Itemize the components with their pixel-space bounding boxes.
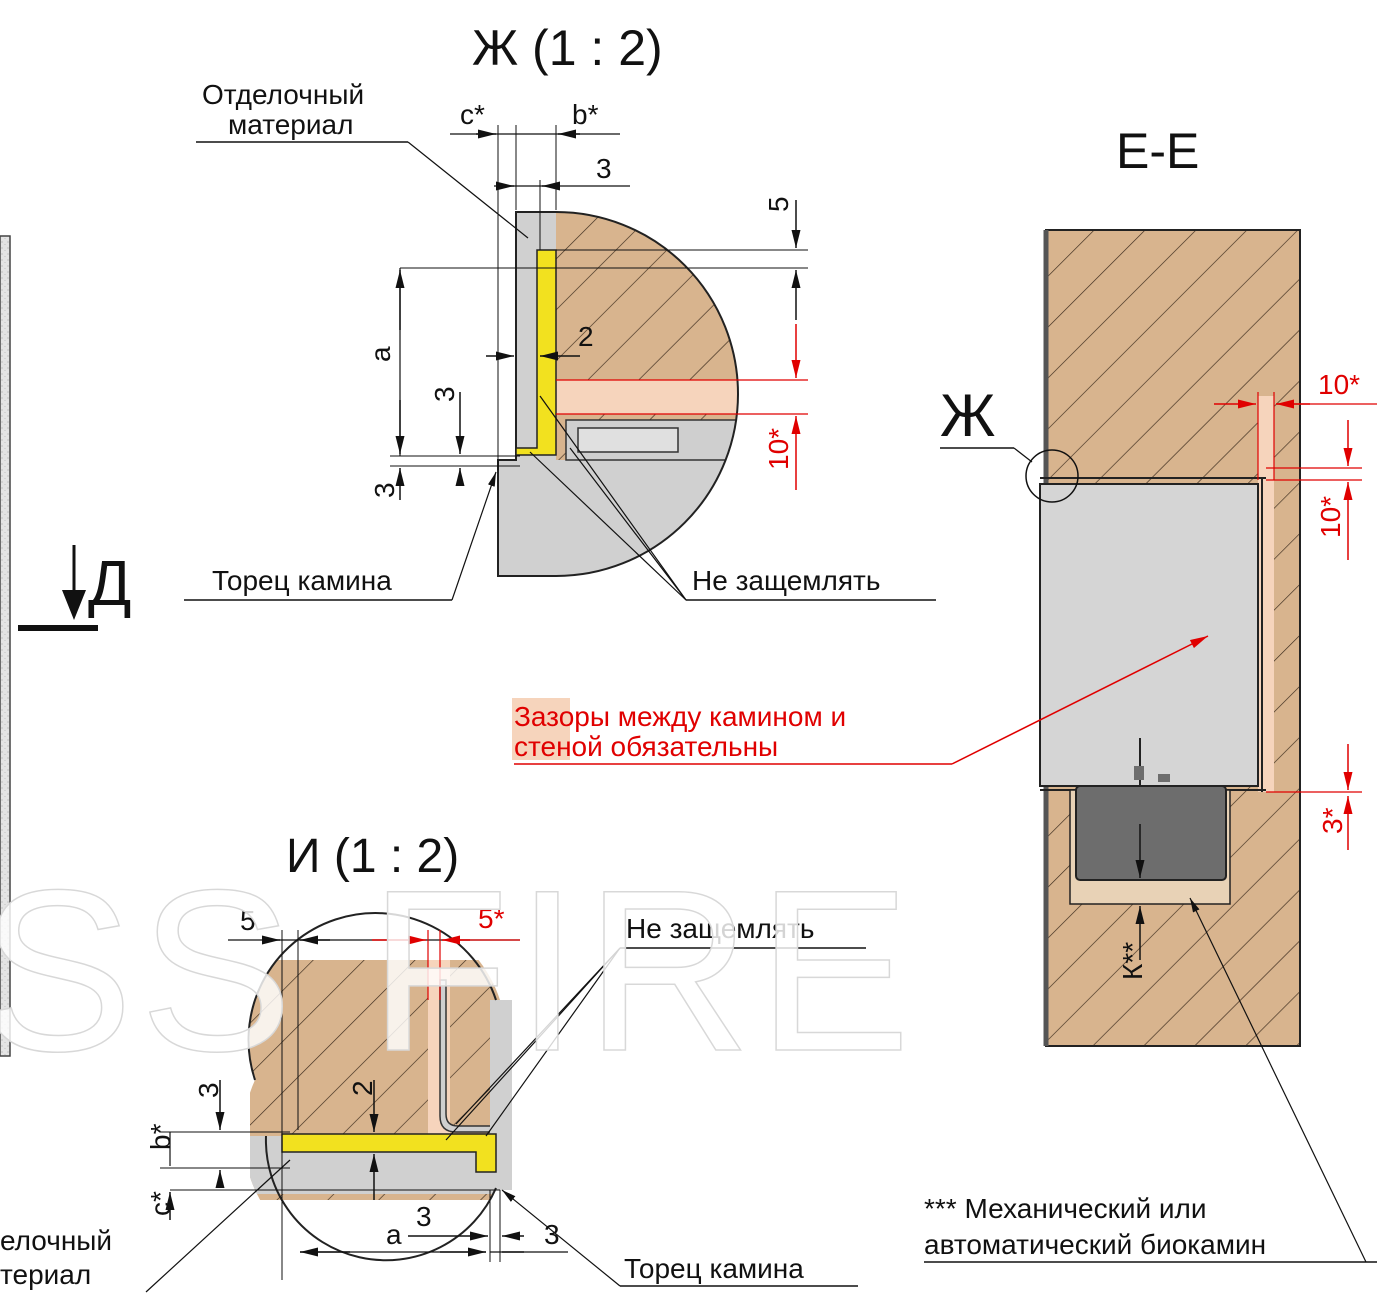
i-finish-label-2: териал <box>0 1259 91 1290</box>
ee-dim-red-h: 10* <box>1318 369 1360 400</box>
section-i-title: И (1 : 2) <box>286 830 459 883</box>
i-dim-h3: 3 <box>416 1201 432 1232</box>
i-no-pinch-label: Не защемлять <box>626 913 814 944</box>
section-zh-detail: Ж (1 : 2) Отделочный материал c* b* 3 <box>184 20 936 601</box>
zh-end-label: Торец камина <box>212 565 392 596</box>
zh-finish-label-1: Отделочный <box>202 79 364 110</box>
ee-note-red-2: стеной обязательны <box>514 731 778 762</box>
left-stone-strip <box>0 235 11 1057</box>
i-dim-c: c* <box>145 1191 176 1216</box>
zh-dim-b: b* <box>572 99 599 130</box>
zh-dim-top-3: 3 <box>596 153 612 184</box>
ee-dim-red-v: 10* <box>1315 496 1346 538</box>
zh-dim-right-5: 5 <box>763 196 794 212</box>
i-dim-left-5: 5 <box>240 905 256 936</box>
section-ee-title: Е-Е <box>1116 123 1199 179</box>
ee-callout-zh: Ж <box>940 382 995 449</box>
zh-dim-a: a <box>365 346 396 362</box>
i-dim-v3: 3 <box>193 1082 224 1098</box>
section-i-detail: И (1 : 2) 5 5* Не защемлять 3 2 b* <box>0 830 866 1293</box>
ee-dim-red-bottom: 3* <box>1317 807 1348 834</box>
zh-dim-bottom-3: 3 <box>369 482 400 498</box>
ee-fireplace-body <box>1039 483 1259 787</box>
zh-dim-red-10: 10* <box>763 428 794 470</box>
i-finish-label-1: елочный <box>0 1225 112 1256</box>
zh-dim-mid-3: 3 <box>429 386 460 402</box>
zh-dim-c: c* <box>460 99 485 130</box>
watermark: SS FIRE <box>0 842 917 1099</box>
i-dim-v2: 2 <box>347 1080 378 1096</box>
i-dim-red-5: 5* <box>478 903 505 934</box>
i-dim-b: b* <box>145 1123 176 1150</box>
i-end-label: Торец камина <box>624 1253 804 1284</box>
ee-dim-k: К** <box>1117 942 1148 980</box>
zh-no-pinch-label: Не защемлять <box>692 565 880 596</box>
section-ee: Е-Е Ж 10* 10* <box>512 123 1377 1263</box>
ee-burner-unit <box>1075 785 1227 881</box>
i-dim-a: a <box>386 1219 402 1250</box>
section-d-marker: Д <box>18 545 131 631</box>
section-d-letter: Д <box>88 547 131 619</box>
ee-footnote-2: автоматический биокамин <box>924 1229 1266 1260</box>
zh-dim-gasket-2: 2 <box>578 321 594 352</box>
ee-note-red-1: Зазоры между камином и <box>514 701 846 732</box>
zh-finish-label-2: материал <box>228 109 353 140</box>
ee-footnote-1: *** Механический или <box>924 1193 1207 1224</box>
section-zh-title: Ж (1 : 2) <box>472 20 663 76</box>
